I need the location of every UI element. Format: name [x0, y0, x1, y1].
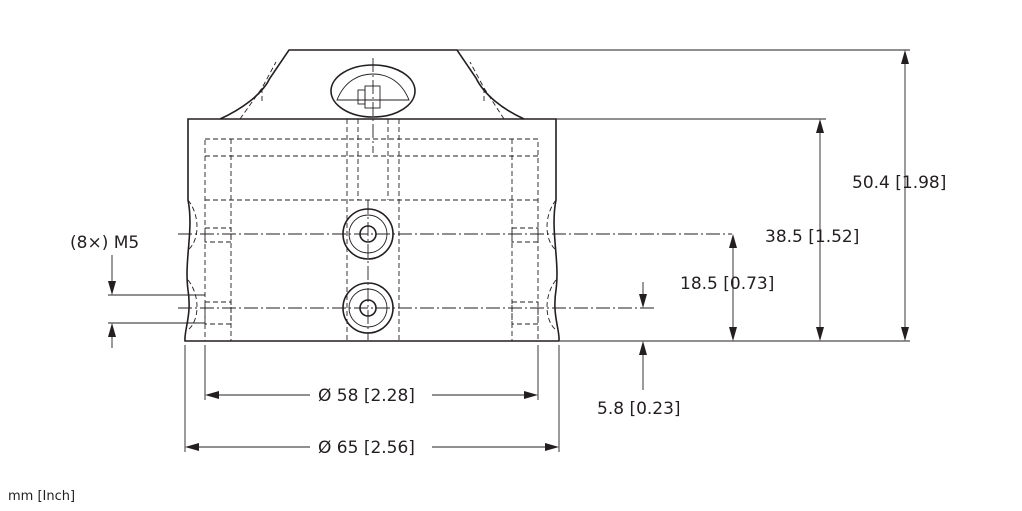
dim-thread-arrow-bottom	[729, 327, 737, 341]
label-diameter-inner: Ø 58 [2.28]	[318, 386, 415, 406]
dim-total-arrow-bottom	[901, 327, 909, 341]
body-outline	[184, 118, 560, 342]
dim-d65-arrow-right	[545, 443, 559, 451]
label-units: mm [Inch]	[8, 489, 75, 504]
dim-thread-arrow-top	[729, 234, 737, 248]
dim-total-arrow-top	[901, 50, 909, 64]
dim-body-arrow-top	[816, 119, 824, 133]
body-right-relief	[546, 199, 557, 331]
gland-screw-tip	[357, 89, 366, 105]
dim-d58-arrow-right	[524, 391, 538, 399]
dim-d65-arrow-left	[185, 443, 199, 451]
dim-body-arrow-bottom	[816, 327, 824, 341]
label-diameter-outer: Ø 65 [2.56]	[318, 438, 415, 458]
dim-offset-arrow-top	[639, 294, 647, 308]
thread-hole-left-upper	[204, 227, 232, 243]
thread-hole-left-lower	[204, 301, 232, 325]
inner-frame	[204, 138, 539, 342]
label-thread-height: 18.5 [0.73]	[680, 274, 774, 294]
dim-m5-arrow-top	[108, 281, 116, 295]
dim-m5-arrow-bottom	[108, 323, 116, 337]
label-offset: 5.8 [0.23]	[597, 399, 681, 419]
label-thread-callout: (8×) M5	[70, 233, 139, 253]
thread-hole-right-upper	[511, 227, 539, 243]
dim-offset-arrow-bottom	[639, 341, 647, 355]
body-left-relief	[187, 199, 198, 331]
gland-inner	[336, 73, 410, 101]
cap-hidden-left	[239, 61, 277, 120]
gland-screw	[364, 85, 381, 109]
label-total-height: 50.4 [1.98]	[852, 173, 946, 193]
cap-outline	[219, 49, 525, 120]
thread-hole-right-lower	[511, 301, 539, 325]
cap-hidden-right	[469, 61, 505, 120]
label-body-height: 38.5 [1.52]	[765, 227, 859, 247]
dim-d58-arrow-left	[205, 391, 219, 399]
